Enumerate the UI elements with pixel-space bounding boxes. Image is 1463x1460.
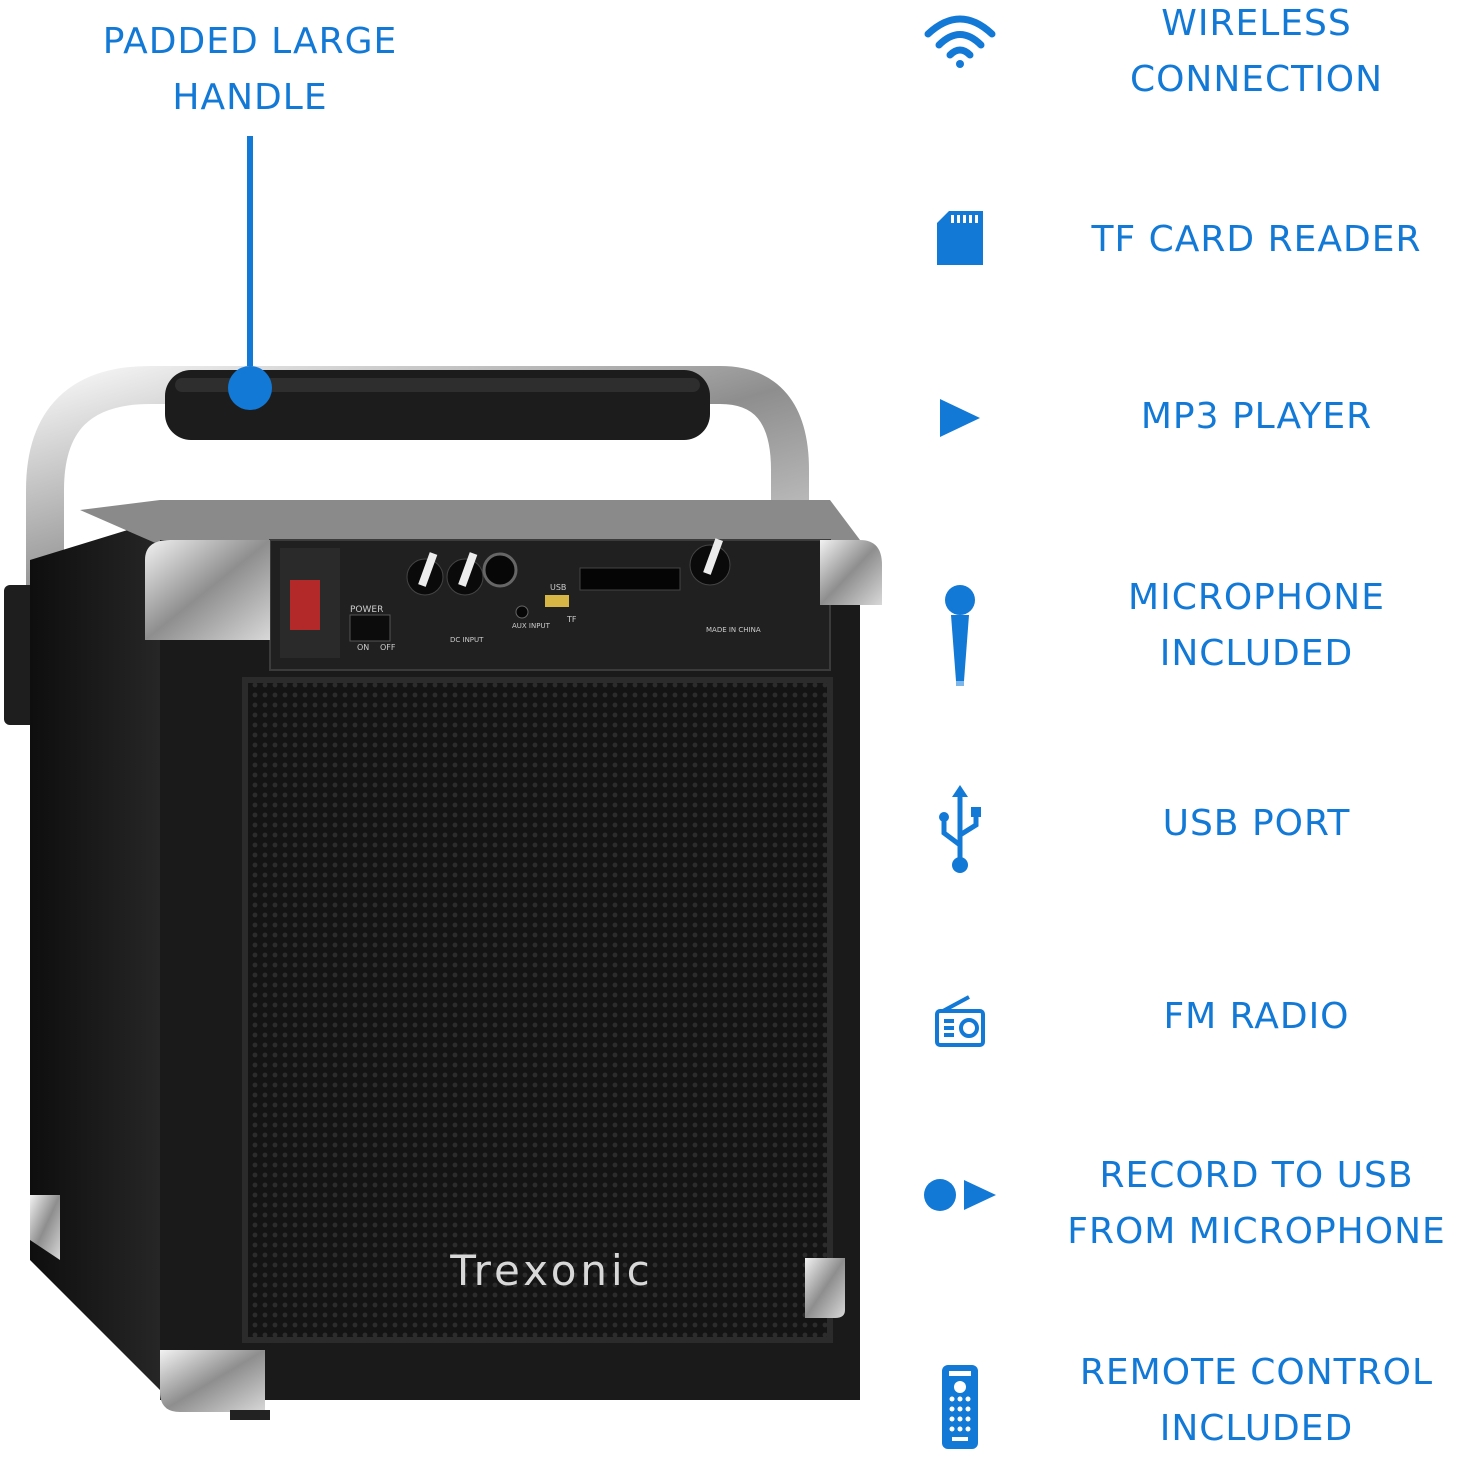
power-on-label: ON (357, 643, 369, 652)
feature-tf-card-line-1: TF CARD READER (1091, 219, 1422, 260)
power-switch (349, 614, 391, 642)
power-off-label: OFF (380, 643, 396, 652)
feature-wireless-line-1: WIRELESS (1161, 3, 1352, 44)
feature-record-line-2: FROM MICROPHONE (1067, 1211, 1446, 1252)
made-in-label: MADE IN CHINA (706, 626, 761, 634)
dc-input-label: DC INPUT (450, 636, 484, 644)
display-window (579, 567, 681, 591)
feature-fm-radio: FM RADIO (900, 985, 1463, 1065)
feature-wireless: WIRELESS CONNECTION (900, 0, 1463, 110)
feature-remote-line-2: INCLUDED (1159, 1408, 1354, 1449)
feature-usb-label: USB PORT (1050, 796, 1463, 852)
wifi-icon (910, 10, 1010, 70)
usb-slot-label: USB (550, 583, 566, 592)
aux-input-jack (515, 605, 529, 619)
sd-card-icon (910, 210, 1010, 266)
speaker-top-panel (80, 500, 860, 545)
feature-record-line-1: RECORD TO USB (1099, 1155, 1414, 1196)
corner-top-left (145, 540, 270, 640)
brand-logo: Trexonic (449, 1246, 654, 1295)
feature-mp3-line-1: MP3 PLAYER (1140, 396, 1373, 437)
feature-usb: USB PORT (900, 780, 1463, 880)
feature-tf-card-label: TF CARD READER (1050, 212, 1463, 268)
corner-side-bottom (30, 1195, 60, 1260)
play-icon (910, 393, 1010, 443)
feature-microphone: MICROPHONE INCLUDED (900, 570, 1463, 690)
corner-bottom-right (805, 1258, 845, 1318)
handle-callout-dot (228, 366, 272, 410)
feature-record-label: RECORD TO USB FROM MICROPHONE (1050, 1148, 1463, 1260)
handle-callout-line-1: PADDED LARGE (102, 21, 398, 62)
record-icon (910, 1170, 1010, 1220)
speaker-illustration: POWER ON OFF AUX INPUT DC INPUT USB TF M… (4, 366, 882, 1420)
feature-wireless-line-2: CONNECTION (1129, 59, 1384, 100)
feature-remote: REMOTE CONTROL INCLUDED (900, 1345, 1463, 1455)
feature-usb-line-1: USB PORT (1162, 803, 1351, 844)
speaker-grille (242, 677, 833, 1343)
power-label: POWER (350, 605, 383, 615)
handle-tube (26, 366, 809, 619)
radio-icon (910, 991, 1010, 1051)
corner-bottom-left (160, 1350, 265, 1412)
feature-microphone-line-1: MICROPHONE (1128, 577, 1385, 618)
remote-control-icon (910, 1363, 1010, 1451)
feature-tf-card: TF CARD READER (900, 200, 1463, 280)
feature-remote-line-1: REMOTE CONTROL (1079, 1352, 1434, 1393)
feature-mp3: MP3 PLAYER (900, 385, 1463, 465)
feature-fm-radio-label: FM RADIO (1050, 989, 1463, 1045)
feature-record: RECORD TO USB FROM MICROPHONE (900, 1148, 1463, 1268)
handle-callout-pointer (247, 136, 253, 376)
usb-icon (910, 784, 1010, 876)
mic-input-jack (482, 552, 518, 588)
speaker-side-panel (30, 520, 160, 1390)
handle-callout-label: PADDED LARGE HANDLE (60, 14, 440, 126)
feature-mp3-label: MP3 PLAYER (1050, 389, 1463, 445)
corner-top-right (820, 540, 882, 605)
aux-input-label: AUX INPUT (512, 622, 551, 630)
feature-fm-radio-line-1: FM RADIO (1163, 996, 1350, 1037)
feature-wireless-label: WIRELESS CONNECTION (1050, 0, 1463, 108)
usb-slot (545, 595, 569, 607)
feature-microphone-label: MICROPHONE INCLUDED (1050, 570, 1463, 682)
handle-callout-line-2: HANDLE (172, 77, 328, 118)
feature-microphone-line-2: INCLUDED (1159, 633, 1354, 674)
microphone-icon (910, 582, 1010, 688)
tf-slot-label: TF (566, 615, 577, 624)
feature-remote-label: REMOTE CONTROL INCLUDED (1050, 1345, 1463, 1457)
